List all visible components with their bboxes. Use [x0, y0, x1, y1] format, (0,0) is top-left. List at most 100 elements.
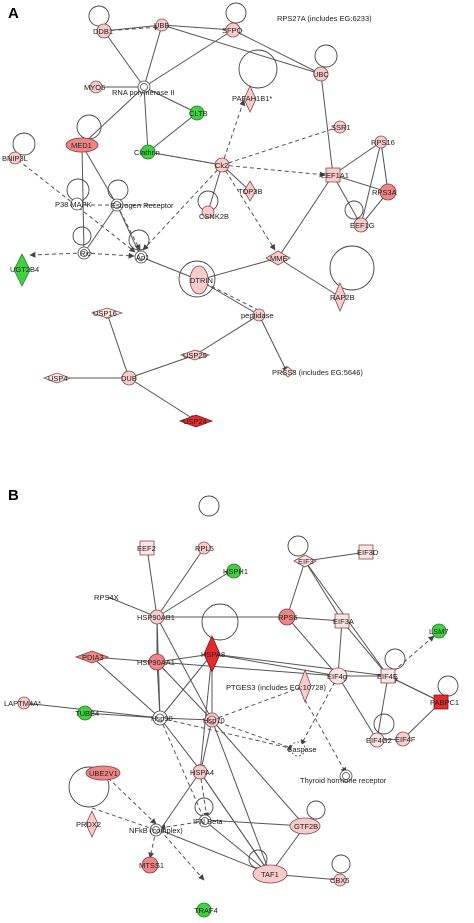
- svg-text:peptidase: peptidase: [241, 311, 274, 320]
- node-rxr[interactable]: Rxr: [77, 246, 92, 260]
- svg-text:UBC: UBC: [313, 70, 329, 79]
- node-eif3a[interactable]: EIF3A: [333, 613, 354, 629]
- node-med1[interactable]: MED1: [65, 137, 99, 153]
- svg-text:Estrogen Receptor: Estrogen Receptor: [111, 201, 174, 210]
- svg-text:USP16: USP16: [93, 309, 117, 318]
- svg-text:RAP2B: RAP2B: [330, 293, 355, 302]
- node-ddb1[interactable]: DDB1: [93, 23, 113, 39]
- node-laptm4a[interactable]: LAPTM4A*: [4, 696, 41, 710]
- node-dtrin[interactable]: DTRIN: [189, 265, 213, 295]
- node-taf1[interactable]: TAF1: [252, 864, 288, 884]
- svg-text:EIF4g: EIF4g: [327, 672, 347, 681]
- svg-text:TAF1: TAF1: [261, 870, 279, 879]
- node-usp25[interactable]: USP25: [179, 349, 211, 361]
- svg-text:TRAF4: TRAF4: [194, 906, 218, 915]
- svg-text:MYO6: MYO6: [84, 83, 105, 92]
- svg-text:EIF4F: EIF4F: [395, 735, 416, 744]
- svg-text:SSR1: SSR1: [331, 123, 351, 132]
- node-rna-polymerase-ii[interactable]: RNA polymerase II: [112, 80, 175, 97]
- node-pafah1b1[interactable]: PAFAH1B1*: [232, 85, 272, 113]
- svg-text:Ap1: Ap1: [136, 253, 149, 262]
- node-top3b[interactable]: TOP3B: [238, 180, 262, 202]
- svg-text:CBX5: CBX5: [330, 876, 350, 885]
- svg-text:PABPC1: PABPC1: [430, 698, 459, 707]
- node-rps6[interactable]: RPS6: [278, 608, 298, 626]
- node-peptidase[interactable]: peptidase: [241, 308, 274, 322]
- node-eif4f[interactable]: EIF4F: [395, 731, 416, 747]
- node-hsp90[interactable]: Hsp90: [151, 710, 173, 726]
- node-lsm7[interactable]: LSM7: [429, 623, 449, 639]
- node-pdia3[interactable]: PDIA3: [74, 650, 110, 664]
- node-eef1g[interactable]: EEF1G: [350, 217, 375, 233]
- svg-text:UGT2B4: UGT2B4: [10, 265, 39, 274]
- node-prdx2[interactable]: PRDX2: [76, 810, 101, 838]
- svg-text:HSPA4: HSPA4: [190, 768, 214, 777]
- svg-text:Hsp90: Hsp90: [151, 714, 173, 723]
- node-hsp70[interactable]: Hsp70: [203, 712, 225, 728]
- node-tubb4[interactable]: TUBB4: [75, 705, 99, 721]
- node-dub[interactable]: DUB: [121, 370, 137, 386]
- node-ptges3[interactable]: PTGES3 (includes EG:10728): [226, 668, 327, 704]
- svg-text:NFkB (complex): NFkB (complex): [129, 826, 183, 835]
- node-hsp90aa1[interactable]: HSP90AA1: [137, 653, 175, 671]
- node-p38-mapk[interactable]: P38 MAPK: [55, 197, 92, 211]
- node-ifn-beta[interactable]: IFN Beta: [193, 814, 223, 828]
- node-rps3a[interactable]: RPS3A: [372, 183, 397, 201]
- svg-text:RPS16: RPS16: [371, 138, 395, 147]
- node-eif4g2[interactable]: EIF4G2: [366, 732, 392, 748]
- node-eef1a1[interactable]: EEF1A1: [321, 167, 349, 183]
- node-ube2v1[interactable]: UBE2V1: [85, 765, 121, 781]
- svg-text:CSNK2B: CSNK2B: [199, 212, 229, 221]
- node-gtf2b[interactable]: GTF2B: [289, 817, 321, 835]
- node-usp16[interactable]: USP16: [90, 307, 124, 319]
- node-eef2[interactable]: EEF2: [137, 540, 156, 556]
- node-bnip3l[interactable]: BNIP3L: [2, 151, 28, 165]
- node-thyroid-hormone-receptor[interactable]: Thyroid hormone receptor: [300, 769, 387, 785]
- node-hspa8[interactable]: HSPA8: [201, 635, 225, 673]
- node-hspa4[interactable]: HSPA4: [190, 764, 214, 780]
- svg-text:LSM7: LSM7: [429, 627, 449, 636]
- node-csnk2b[interactable]: CSNK2B: [199, 205, 229, 221]
- node-eif4e[interactable]: EIF4E: [377, 668, 398, 684]
- node-eif3d[interactable]: EIF3D: [357, 544, 379, 560]
- node-prss3[interactable]: PRSS3 (includes EG:5646): [272, 366, 363, 378]
- node-rpl5[interactable]: RPL5: [195, 541, 214, 555]
- node-cltb[interactable]: CLTB: [189, 105, 208, 121]
- node-sfpq[interactable]: SFPQ: [222, 22, 243, 38]
- node-traf4[interactable]: TRAF4: [194, 902, 218, 918]
- node-rps27a[interactable]: RPS27A (includes EG:6233): [277, 14, 372, 23]
- node-rps4x[interactable]: RPS4X: [94, 593, 119, 602]
- node-myo6[interactable]: MYO6: [84, 80, 105, 94]
- node-hsph1[interactable]: HSPH1: [223, 563, 248, 579]
- node-ck2[interactable]: Ck2: [214, 157, 230, 173]
- svg-text:PRSS3 (includes EG:5646): PRSS3 (includes EG:5646): [272, 368, 363, 377]
- node-ubc[interactable]: UBC: [313, 66, 329, 82]
- svg-text:UBB: UBB: [154, 21, 169, 30]
- svg-text:EIF3: EIF3: [298, 557, 314, 566]
- node-eif3[interactable]: EIF3: [293, 554, 317, 568]
- node-cbx5[interactable]: CBX5: [330, 873, 350, 887]
- node-mme[interactable]: MME: [265, 250, 291, 266]
- svg-text:CLTB: CLTB: [189, 109, 208, 118]
- svg-text:PTGES3 (includes EG:10728): PTGES3 (includes EG:10728): [226, 683, 327, 692]
- node-pabpc1[interactable]: PABPC1: [430, 694, 459, 710]
- node-nfkb-complex[interactable]: NFkB (complex): [129, 823, 183, 837]
- node-ubb[interactable]: UBB: [154, 18, 169, 32]
- node-rps16[interactable]: RPS16: [371, 135, 395, 149]
- node-usp4[interactable]: USP4: [42, 372, 72, 384]
- node-mtss1[interactable]: MTSS1: [139, 856, 164, 874]
- svg-text:USP25: USP25: [183, 351, 207, 360]
- svg-text:RPS27A (includes EG:6233): RPS27A (includes EG:6233): [277, 14, 372, 23]
- node-ssr1[interactable]: SSR1: [331, 120, 351, 134]
- svg-text:BNIP3L: BNIP3L: [2, 154, 28, 163]
- node-eif4g[interactable]: EIF4g: [327, 667, 348, 685]
- node-clathrin[interactable]: Clathrin: [134, 144, 160, 160]
- node-caspase[interactable]: Caspase: [287, 741, 317, 757]
- svg-text:HSPA8: HSPA8: [201, 650, 225, 659]
- node-usp24[interactable]: USP24: [178, 414, 214, 428]
- node-rap2b[interactable]: RAP2B: [330, 281, 355, 313]
- node-hsp90ab1[interactable]: HSP90AB1: [137, 609, 175, 625]
- node-ugt2b4[interactable]: UGT2B4: [10, 253, 39, 287]
- node-estrogen-receptor[interactable]: Estrogen Receptor: [110, 198, 174, 212]
- node-ap1[interactable]: Ap1: [134, 250, 149, 264]
